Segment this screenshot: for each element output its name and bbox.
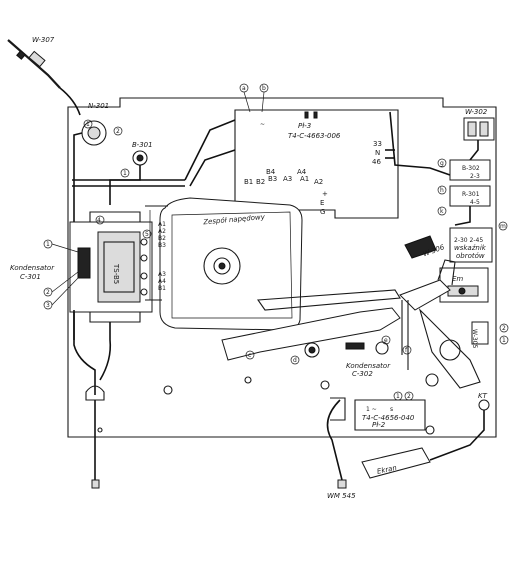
kt-connector: KT <box>429 392 490 461</box>
pl3-term-g: G <box>320 208 325 216</box>
speed-indicator: 2-30 2-45 wskaźnik obrotów m <box>449 221 508 263</box>
svg-text:4-5: 4-5 <box>470 199 480 206</box>
svg-text:1 ~: 1 ~ <box>366 406 377 413</box>
ekran-plate: Ekran <box>361 447 431 479</box>
svg-text:B1: B1 <box>158 285 166 292</box>
n301-label: N-301 <box>88 102 109 110</box>
w305-label: W-305 <box>471 329 478 348</box>
svg-text:1: 1 <box>46 241 50 248</box>
svg-text:B3: B3 <box>158 242 166 249</box>
svg-text:2: 2 <box>116 128 120 135</box>
pl3-term-plus: + <box>322 190 328 198</box>
svg-text:2: 2 <box>502 325 506 332</box>
pl3-term-n: N <box>375 149 380 157</box>
pl2-board: Pł-2 T4-C-4656-040 1 ~ s 1 2 <box>330 391 426 431</box>
pl3-term-a2: A2 <box>314 178 323 186</box>
capacitor-c301-line1: Kondensator <box>10 264 55 272</box>
wm545-label: WM 545 <box>327 492 356 500</box>
ts-block: TS-B5 4 5 <box>69 211 153 323</box>
capacitor-c301: Kondensator C-301 1 2 3 <box>10 239 79 310</box>
svg-text:A3: A3 <box>158 271 166 278</box>
svg-text:m: m <box>500 223 506 230</box>
pl2-code: T4-C-4656-040 <box>362 414 415 422</box>
w307-plug: W-307 <box>7 36 81 116</box>
capacitor-c302-line1: Kondensator <box>346 362 391 370</box>
misc-callouts: c d e f <box>245 335 412 365</box>
svg-text:A2: A2 <box>158 228 166 235</box>
svg-text:~: ~ <box>260 121 265 128</box>
svg-text:1: 1 <box>123 170 127 177</box>
svg-text:1: 1 <box>502 337 506 344</box>
em-label: Em <box>452 275 463 283</box>
lower-lamp <box>85 385 105 401</box>
ts-block-label: TS-B5 <box>112 263 120 284</box>
motor-unit: Zespół napędowy <box>145 197 303 331</box>
svg-text:B2: B2 <box>158 235 166 242</box>
tonearm-mechanism <box>221 259 481 389</box>
pl3-label: Pł-3 <box>298 122 311 130</box>
svg-text:k: k <box>440 208 444 215</box>
w307-label: W-307 <box>32 36 55 44</box>
b301-switch: B-301 1 <box>109 141 153 205</box>
pl2-label: Pł-2 <box>372 421 386 429</box>
svg-text:g: g <box>440 160 444 167</box>
svg-text:f: f <box>405 347 408 354</box>
w306-switch: W-306 <box>404 235 446 259</box>
svg-text:1: 1 <box>86 121 90 128</box>
pl3-term-b1: B1 <box>244 178 253 186</box>
pl3-term-b3: B3 <box>268 175 277 183</box>
svg-text:b: b <box>262 85 266 92</box>
chassis-plate <box>67 97 497 438</box>
pl3-term-a1: A1 <box>300 175 309 183</box>
r301-switch: R-301 4-5 h k <box>437 185 491 216</box>
pl3-code: T4-C-4663-006 <box>288 132 341 140</box>
svg-text:d: d <box>293 357 297 364</box>
svg-text:3: 3 <box>46 302 50 309</box>
pl3-term-33: 33 <box>373 140 382 148</box>
svg-text:2: 2 <box>407 393 411 400</box>
r301-label: R-301 <box>462 191 480 198</box>
pl3-board: Pł-3 T4-C-4663-006 ~ 33 N 46 B1 B2 B3 A3… <box>234 83 399 219</box>
em-box: Em <box>439 267 489 303</box>
pl3-term-a4: A4 <box>297 168 307 176</box>
svg-text:e: e <box>384 337 388 344</box>
b302-label: B-302 <box>462 165 480 172</box>
capacitor-c302-line2: C-302 <box>352 370 373 378</box>
w302-block: W-302 <box>463 108 495 161</box>
w305-switch: W-305 2 1 <box>471 321 509 348</box>
svg-text:A4: A4 <box>158 278 166 285</box>
bottom-plug-wm545 <box>337 479 347 489</box>
svg-text:h: h <box>440 187 444 194</box>
b302-switch: B-302 2-3 g <box>437 158 491 181</box>
svg-text:s: s <box>390 406 393 413</box>
svg-text:c: c <box>248 352 251 359</box>
bottom-plug-left <box>91 479 100 489</box>
svg-text:A1: A1 <box>158 221 166 228</box>
pl3-term-e: E <box>320 199 324 207</box>
indicator-nums: 2-30 2-45 <box>454 237 483 244</box>
mounting-holes <box>97 376 435 435</box>
kt-label: KT <box>478 392 488 400</box>
capacitor-c301-line2: C-301 <box>20 273 41 281</box>
pl3-term-46: 46 <box>372 158 381 166</box>
motor-terminals: A1 A2 B2 B3 A3 A4 B1 <box>158 221 166 292</box>
w302-label: W-302 <box>465 108 488 116</box>
svg-text:a: a <box>242 85 246 92</box>
capacitor-c302: Kondensator C-302 <box>345 342 391 378</box>
indicator-line1: wskaźnik <box>454 244 487 252</box>
pl3-term-b4: B4 <box>266 168 276 176</box>
svg-text:2: 2 <box>46 289 50 296</box>
pl3-term-a3: A3 <box>283 175 292 183</box>
svg-text:2-3: 2-3 <box>470 173 480 180</box>
indicator-line2: obrotów <box>456 252 485 260</box>
b301-label: B-301 <box>132 141 153 149</box>
svg-text:4: 4 <box>97 217 101 224</box>
svg-text:1: 1 <box>396 393 400 400</box>
svg-text:5: 5 <box>145 231 149 238</box>
pl3-term-b2: B2 <box>256 178 265 186</box>
